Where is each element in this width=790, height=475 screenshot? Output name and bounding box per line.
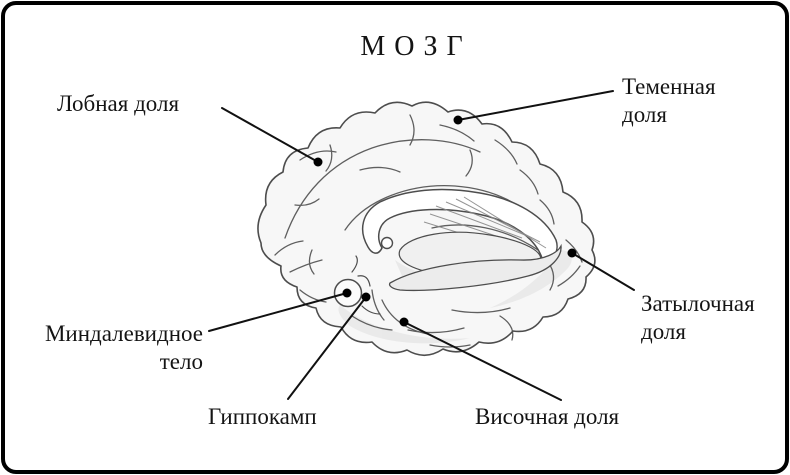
marker-dots [313,115,577,327]
leader-temporal [403,321,562,401]
label-amygdala-line2: тело [159,349,203,374]
label-frontal-lobe: Лобная доля [57,90,179,118]
dot-frontal [313,157,323,167]
label-parietal-line1: Теменная [622,74,716,99]
anterior-commissure [380,236,394,250]
dot-parietal [453,115,463,125]
label-hippocampus-text: Гиппокамп [208,404,317,429]
leader-occipital [571,252,635,291]
label-frontal-lobe-text: Лобная доля [57,91,180,116]
label-occipital-lobe: Затылочная доля [641,290,755,346]
label-occipital-line2: доля [641,319,686,344]
label-amygdala-line1: Миндалевидное [44,321,203,346]
leader-frontal [221,107,319,163]
label-amygdala: Миндалевидное тело [18,320,203,376]
sulci-lines [274,114,583,348]
label-hippocampus: Гиппокамп [208,403,317,431]
dot-occipital [567,248,577,258]
label-temporal-lobe: Височная доля [475,403,619,431]
label-parietal-line2: доля [622,102,667,127]
uncus-detail [351,255,381,315]
page-title: МОЗГ [360,31,472,62]
label-temporal-lobe-text: Височная доля [475,404,620,429]
label-occipital-line1: Затылочная [641,291,755,316]
leader-amygdala [208,292,348,332]
dot-amygdala [342,288,352,298]
leader-hippocampus [287,296,367,400]
hippocampus-shape [388,243,562,292]
leader-lines [208,90,635,401]
dot-temporal [399,317,409,327]
label-parietal-lobe: Теменная доля [622,73,716,129]
dot-hippocampus [361,292,371,302]
leader-parietal [457,90,614,121]
